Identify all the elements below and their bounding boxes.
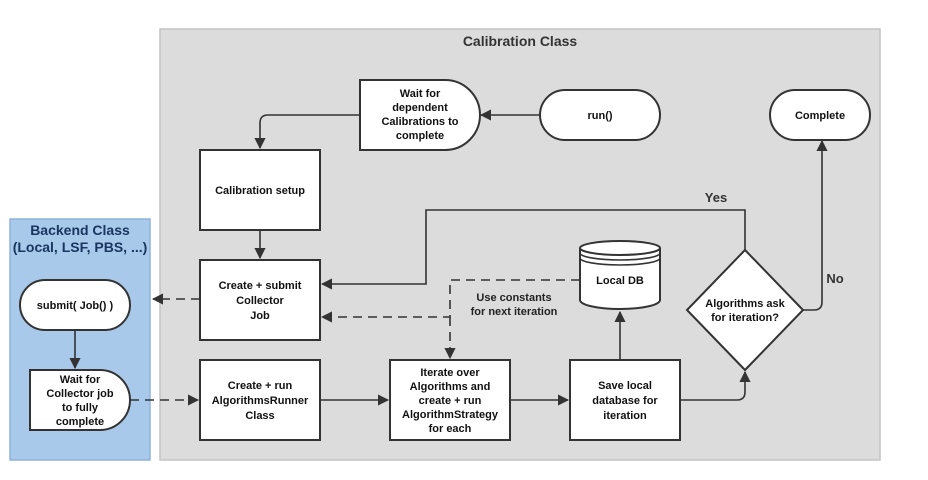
- node-iterate-line1: Iterate over: [420, 367, 480, 379]
- node-save-local-db: [569, 359, 681, 441]
- node-complete-label: Complete: [795, 110, 845, 122]
- node-run-label: run(): [587, 110, 612, 122]
- node-wait-dependent-line4: complete: [396, 130, 444, 142]
- node-wait-dependent-line2: dependent: [392, 102, 448, 114]
- node-algorithms-ask-line1: Algorithms ask: [705, 298, 785, 310]
- node-create-submit-collector: [199, 259, 321, 341]
- node-algorithms-ask-line2: for iteration?: [711, 312, 779, 324]
- edge-label-yes: Yes: [705, 190, 727, 205]
- backend-class-title: Backend Class: [30, 222, 130, 238]
- node-complete: [769, 89, 871, 141]
- node-local-db: Local DB: [579, 240, 661, 310]
- node-iterate-line2: Algorithms and: [410, 381, 491, 393]
- node-create-submit-line2: Collector: [236, 295, 284, 307]
- node-wait-collector-line3: to fully: [62, 402, 99, 414]
- node-create-run-line2: AlgorithmsRunner: [212, 395, 309, 407]
- node-calibration-setup-label: Calibration setup: [215, 185, 305, 197]
- calibration-class-title: Calibration Class: [463, 33, 578, 49]
- node-run: [539, 89, 661, 141]
- edge-decision-yes: [320, 209, 746, 290]
- node-algorithms-ask: [685, 248, 805, 372]
- node-wait-collector-line1: Wait for: [60, 374, 101, 386]
- node-iterate-line5: for each: [429, 423, 472, 435]
- edge-label-no: No: [826, 271, 843, 286]
- node-wait-dependent-line1: Wait for: [400, 88, 441, 100]
- node-create-submit-line1: Create + submit: [219, 280, 302, 292]
- node-submit-job-label: submit( Job() ): [37, 300, 114, 312]
- edge-wait-to-setup: [254, 114, 360, 150]
- node-iterate-line4: AlgorithmStrategy: [402, 409, 499, 421]
- node-wait-collector-line4: complete: [56, 416, 104, 428]
- node-wait-collector: [29, 369, 131, 431]
- backend-class-subtitle: (Local, LSF, PBS, ...): [13, 239, 148, 255]
- node-create-run-runner: [199, 359, 321, 441]
- node-wait-dependent-line3: Calibrations to: [381, 116, 458, 128]
- edge-decision-no: [803, 139, 828, 311]
- node-submit-job: [19, 279, 131, 331]
- edge-label-use-constants-line1: Use constants: [476, 292, 551, 304]
- node-iterate-algorithms: [389, 359, 511, 441]
- node-wait-dependent: [359, 79, 481, 151]
- node-create-run-line1: Create + run: [228, 380, 293, 392]
- node-save-local-line2: database for: [592, 395, 658, 407]
- node-local-db-label: Local DB: [596, 275, 644, 287]
- node-iterate-line3: create + run: [419, 395, 482, 407]
- edge-label-use-constants-line2: for next iteration: [471, 306, 558, 318]
- node-wait-collector-line2: Collector job: [46, 388, 114, 400]
- edge-save-to-decision: [680, 370, 751, 401]
- node-save-local-line3: iteration: [603, 410, 647, 422]
- node-create-submit-line3: Job: [250, 310, 270, 322]
- node-save-local-line1: Save local: [598, 380, 652, 392]
- node-calibration-setup: [199, 149, 321, 231]
- edge-localdb-to-submit: [320, 279, 580, 323]
- node-create-run-line3: Class: [245, 410, 274, 422]
